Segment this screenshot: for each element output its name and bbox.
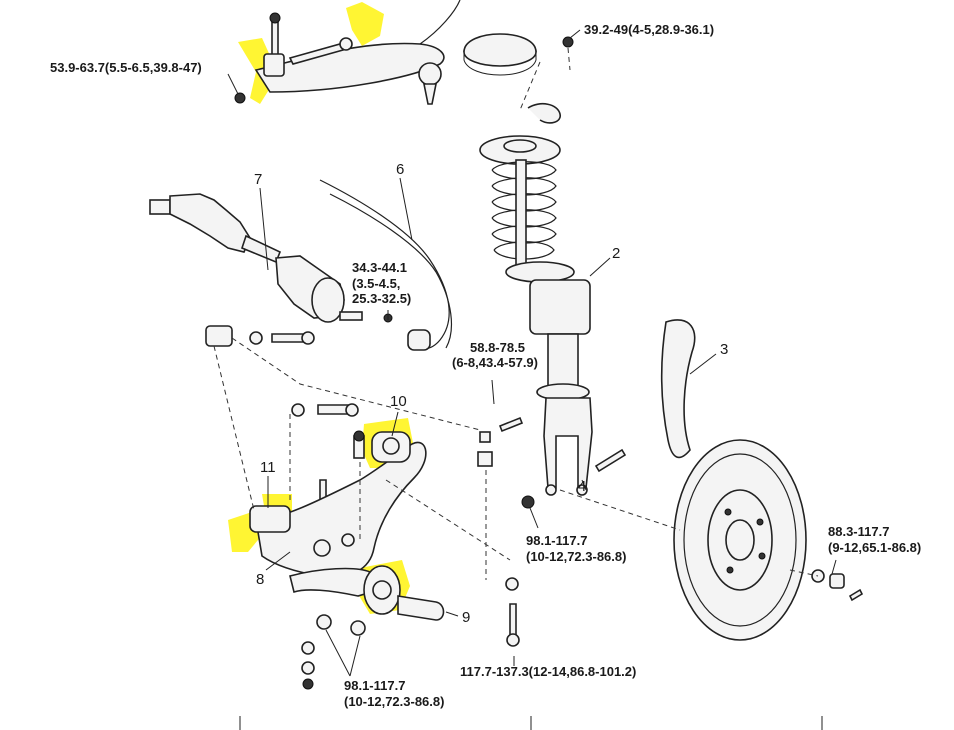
page-tick-marks <box>239 716 823 730</box>
part-number-lower-bracket: 9 <box>462 609 470 626</box>
torque-strut-top-nut: 39.2-49(4-5,28.9-36.1) <box>584 22 714 37</box>
torque-stabilizer-link-2: (6-8,43.4-57.9) <box>452 355 538 370</box>
highlight-upper-arm-front <box>238 38 272 104</box>
lower-control-arm <box>249 431 445 621</box>
part-number-knuckle: 3 <box>720 341 728 358</box>
torque-stabilizer-link-1: 58.8-78.5 <box>470 340 525 355</box>
torque-lower-arm-bolt: 117.7-137.3(12-14,86.8-101.2) <box>460 664 636 679</box>
part-number-strut: 2 <box>612 245 620 262</box>
strut-nut-dash <box>567 47 571 71</box>
upper-control-arm <box>234 0 461 105</box>
torque-stabilizer-bracket-1: 34.3-44.1 <box>352 260 407 275</box>
part-number-drive-shaft: 7 <box>254 171 262 188</box>
torque-stabilizer-bracket-3: 25.3-32.5) <box>352 291 411 306</box>
strut-cap-dash <box>519 61 541 111</box>
torque-upper-arm-bolt: 53.9-63.7(5.5-6.5,39.8-47) <box>50 60 202 75</box>
knuckle-and-disc <box>660 319 864 641</box>
torque-hub-nut-1: 88.3-117.7 <box>828 524 889 539</box>
strut-fork <box>498 397 627 509</box>
part-number-front-bushing: 10 <box>390 393 407 410</box>
torque-hub-nut-2: (9-12,65.1-86.8) <box>828 540 921 555</box>
part-number-labels: 2 3 4 6 7 8 9 10 11 <box>254 161 728 626</box>
upper-left-hardware <box>205 325 365 501</box>
part-number-rear-bushing: 11 <box>260 459 276 476</box>
drive-shaft <box>149 193 363 323</box>
strut-top-cap <box>463 33 574 76</box>
stabilizer-bar <box>319 179 453 351</box>
assembly-dash-lines <box>213 337 819 580</box>
torque-strut-knuckle-1: 98.1-117.7 <box>526 533 587 548</box>
torque-stabilizer-bracket-2: (3.5-4.5, <box>352 276 400 291</box>
torque-lower-arm-nut-2: (10-12,72.3-86.8) <box>344 694 444 709</box>
torque-labels: 53.9-63.7(5.5-6.5,39.8-47) 39.2-49(4-5,2… <box>50 22 921 709</box>
part-number-strut-fork: 4 <box>578 478 586 495</box>
highlight-upper-arm-rear <box>346 2 384 46</box>
part-number-lower-arm: 8 <box>256 571 264 588</box>
torque-lower-arm-nut-1: 98.1-117.7 <box>344 678 405 693</box>
torque-strut-knuckle-2: (10-12,72.3-86.8) <box>526 549 626 564</box>
lower-hardware <box>301 431 520 690</box>
part-number-stabilizer-bar: 6 <box>396 161 404 178</box>
leader-lines <box>227 29 837 677</box>
strut-assembly <box>479 102 591 401</box>
